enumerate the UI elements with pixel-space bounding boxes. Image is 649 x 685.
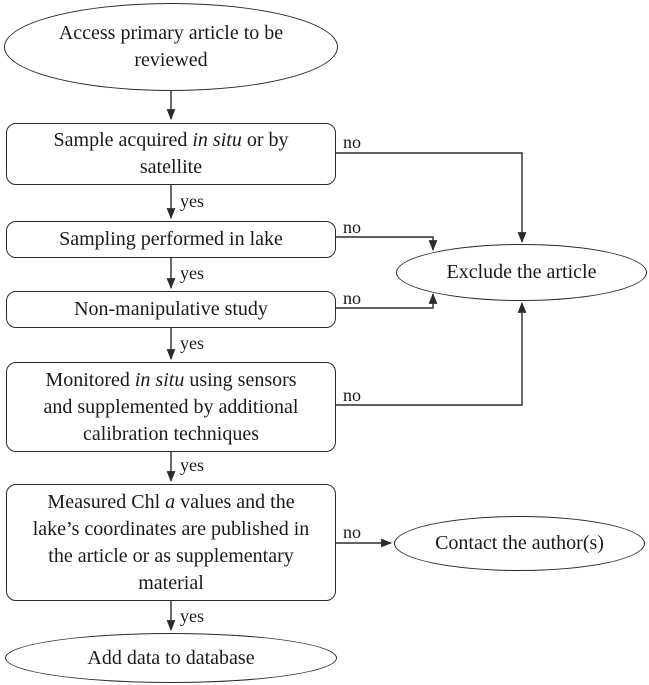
node-label-line: satellite — [140, 154, 202, 181]
edge-label-nonmanip-no: no — [343, 288, 361, 308]
node-label-segment: Sample acquired — [53, 129, 193, 151]
node-label-segment: Measured Chl — [47, 490, 166, 513]
node-label-segment: Add data to database — [87, 646, 255, 669]
node-label-line: Non-manipulative study — [74, 296, 268, 323]
node-label-segment-italic: in situ — [192, 129, 242, 151]
node-label-line: Measured Chl a values and the — [47, 489, 294, 516]
node-label-segment: using sensors — [184, 368, 297, 391]
node-add-to-database: Add data to database — [5, 633, 337, 683]
node-monitored-in-situ: Monitored in situ using sensors and supp… — [6, 362, 336, 452]
node-label-line: Sampling performed in lake — [59, 226, 283, 253]
node-label-segment: the article or as supplementary — [48, 544, 294, 567]
node-label-segment: reviewed — [134, 49, 208, 71]
edge-monitored-no-arrow — [336, 301, 527, 406]
node-label-line: Sample acquired in situ or by — [54, 127, 289, 154]
edge-label-measured-no: no — [343, 522, 361, 542]
node-label-segment: Monitored — [45, 368, 135, 391]
edge-label-sample-yes: yes — [180, 191, 204, 211]
node-label-segment: or by — [241, 129, 289, 151]
node-label-segment: and supplemented by additional — [43, 395, 299, 418]
node-label-line: Access primary article to be — [59, 20, 283, 47]
node-label-segment: Contact the author(s) — [435, 532, 604, 554]
node-label-line: material — [138, 570, 204, 597]
node-label-segment: Sampling performed in lake — [59, 228, 283, 250]
node-label-line: lake’s coordinates are published in — [33, 516, 310, 543]
edge-label-sampling-yes: yes — [180, 263, 204, 283]
node-label-segment: Exclude the article — [446, 261, 597, 283]
node-label-line: and supplemented by additional — [44, 394, 299, 421]
node-access-article: Access primary article to be reviewed — [4, 3, 338, 91]
node-label-segment: Non-manipulative study — [74, 298, 268, 320]
node-label-segment-italic: a — [165, 490, 176, 513]
node-label-line: the article or as supplementary — [48, 543, 293, 570]
edge-label-monitored-yes: yes — [180, 455, 204, 475]
node-label-line: Contact the author(s) — [435, 530, 604, 557]
node-label-segment: calibration techniques — [82, 422, 260, 445]
node-label-segment: satellite — [139, 156, 203, 178]
edge-label-monitored-no: no — [343, 385, 361, 405]
node-non-manipulative: Non-manipulative study — [6, 291, 336, 328]
edge-label-sample-no: no — [343, 132, 361, 152]
node-label-line: Add data to database — [87, 645, 254, 672]
node-sampling-in-lake: Sampling performed in lake — [6, 221, 336, 258]
node-contact-authors: Contact the author(s) — [394, 516, 645, 571]
node-label-segment: values and the — [175, 490, 295, 513]
edge-sampling-no-arrow — [336, 236, 438, 252]
node-label-line: reviewed — [134, 47, 207, 74]
node-sample-acquired: Sample acquired in situ or by satellite — [6, 123, 336, 185]
node-label-line: Exclude the article — [447, 259, 597, 286]
node-exclude-article: Exclude the article — [396, 244, 647, 301]
node-label-segment-italic: in situ — [134, 368, 185, 391]
node-label-line: Monitored in situ using sensors — [45, 367, 296, 394]
edge-label-sampling-no: no — [343, 217, 361, 237]
node-measured-chl-a: Measured Chl a values and the lake’s coo… — [6, 484, 336, 601]
edge-label-measured-yes: yes — [180, 606, 204, 626]
node-label-line: calibration techniques — [83, 421, 259, 448]
edge-sample-no-arrow — [336, 152, 527, 244]
node-label-segment: Access primary article to be — [58, 22, 284, 44]
node-label-segment: material — [138, 571, 204, 594]
node-label-segment: lake’s coordinates are published in — [32, 517, 310, 540]
edge-label-nonmanip-yes: yes — [180, 333, 204, 353]
edge-nonmanip-no-arrow — [336, 292, 438, 309]
